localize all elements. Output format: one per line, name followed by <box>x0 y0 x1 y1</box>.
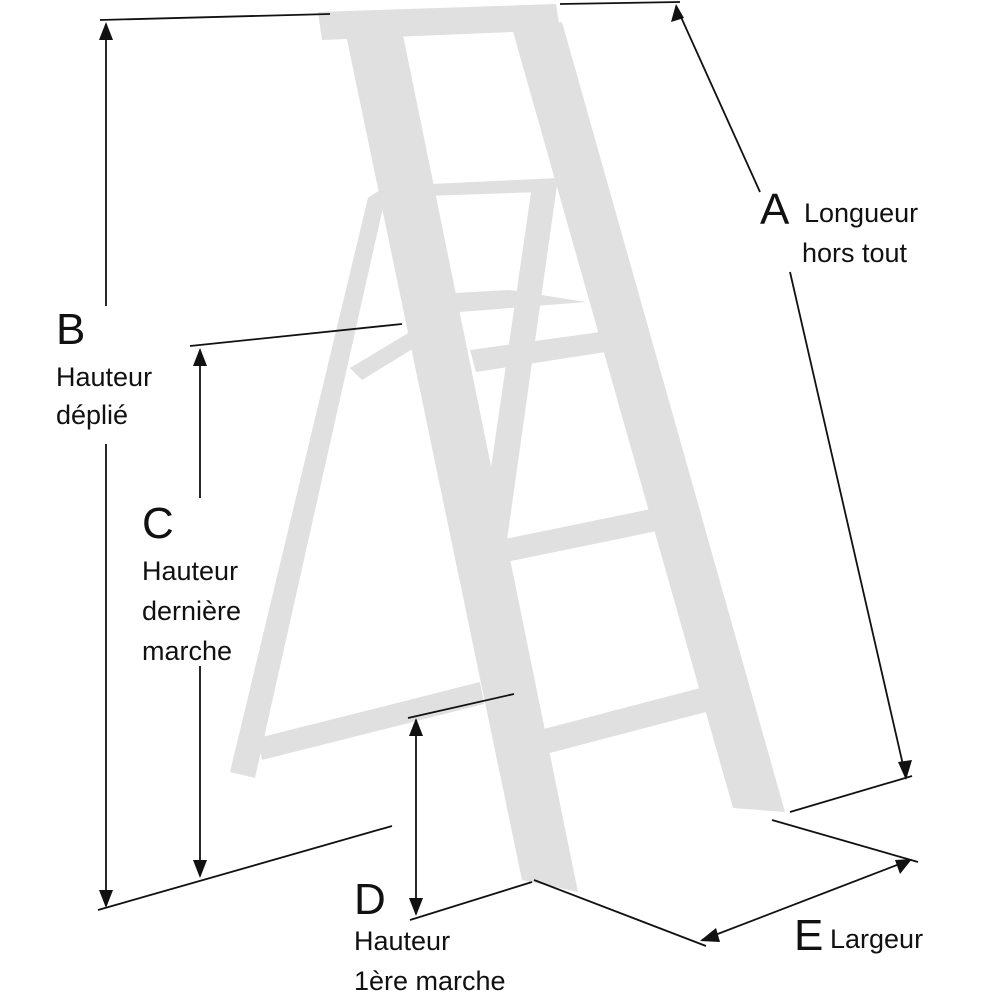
dimension-b-label-line2: déplié <box>56 400 128 430</box>
dimension-d-extension-top <box>407 693 515 719</box>
dimension-a-letter: A <box>760 185 790 234</box>
ladder-front-rail-right <box>512 22 785 812</box>
dimension-a-extension-top <box>559 1 681 5</box>
dimension-b-label-line1: Hauteur <box>56 362 152 392</box>
dimension-c: C Hauteur dernière marche <box>142 323 403 878</box>
ladder-tread-1 <box>540 688 706 754</box>
dimension-a-arrow-bottom <box>898 760 912 780</box>
dimension-e-letter: E <box>794 911 823 960</box>
dimension-e: E Largeur <box>533 819 923 960</box>
dimension-c-label-line3: marche <box>142 636 232 666</box>
ladder-top-platform <box>400 290 586 312</box>
dimension-a-arrow-top <box>671 4 684 22</box>
dimension-c-arrow-top <box>193 348 207 366</box>
ladder-rear-brace <box>350 332 424 380</box>
dimension-c-label-line1: Hauteur <box>142 556 238 586</box>
dimension-c-arrow-bottom <box>193 860 207 878</box>
dimension-c-letter: C <box>142 499 174 548</box>
ladder-silhouette <box>230 4 785 892</box>
dimension-a-line-upper <box>675 5 761 193</box>
dimension-b-letter: B <box>56 305 85 354</box>
ladder-rear-cap <box>368 178 560 198</box>
dimension-c-label-line2: dernière <box>142 596 241 626</box>
dimension-a-extension-bottom <box>789 775 913 813</box>
dimension-e-arrow-left <box>700 928 720 942</box>
dimension-b-arrow-top <box>99 22 113 40</box>
dimension-a-line-lower <box>789 271 907 779</box>
dimension-e-extension-left <box>533 879 707 947</box>
dimension-e-label-line1: Largeur <box>830 924 923 954</box>
dimension-d-letter: D <box>354 875 386 924</box>
dimension-b-extension-bottom <box>97 825 393 911</box>
dimension-d-arrow-bottom <box>409 898 423 916</box>
dimension-b-extension-top <box>99 13 331 21</box>
dimension-d-label-line2: 1ère marche <box>354 966 506 996</box>
dimension-a: A Longueur hors tout <box>559 1 918 813</box>
ladder-front-rail-left <box>345 30 578 892</box>
ladder-rear-crossbar <box>258 682 484 760</box>
dimension-e-line <box>701 859 911 941</box>
dimension-b-arrow-bottom <box>99 890 113 908</box>
dimension-c-extension-top <box>189 323 403 347</box>
ladder-tread-3 <box>470 332 606 372</box>
dimension-b: B Hauteur déplié <box>56 13 393 911</box>
dimension-a-label-line2: hors tout <box>802 238 908 268</box>
dimension-e-extension-right <box>771 819 919 863</box>
dimension-d-arrow-top <box>409 718 423 736</box>
dimension-a-label-line1: Longueur <box>804 198 918 228</box>
ladder-rear-leg-right <box>470 178 558 618</box>
dimension-d-extension-bottom <box>409 881 533 921</box>
ladder-rear-leg-left <box>230 194 386 778</box>
ladder-tread-2 <box>500 508 662 562</box>
dimension-d: D Hauteur 1ère marche <box>354 693 533 996</box>
dimension-d-label-line1: Hauteur <box>354 926 450 956</box>
dimension-e-arrow-right <box>895 859 912 874</box>
